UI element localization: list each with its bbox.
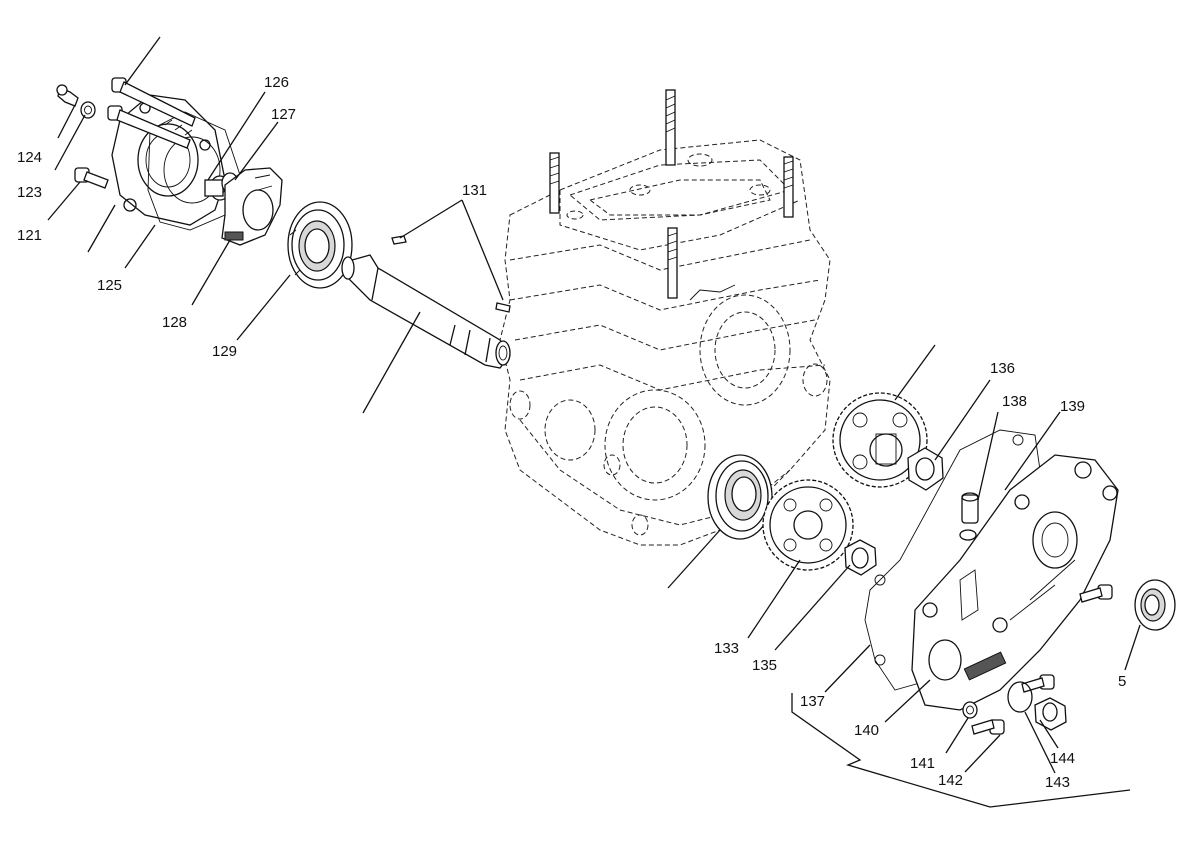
label-123: 123 (17, 184, 43, 201)
bolt-138 (959, 492, 979, 541)
label-141: 141 (910, 755, 936, 772)
label-140: 140 (854, 722, 880, 739)
sprocket-136 (832, 392, 928, 488)
nut-136 (907, 447, 944, 491)
label-143: 143 (1045, 774, 1071, 791)
label-121: 121 (17, 227, 43, 244)
label-138: 138 (1002, 393, 1028, 410)
nut-144 (1034, 697, 1067, 731)
bolts-upper-left (74, 77, 196, 189)
label-128: 128 (162, 314, 188, 331)
label-142: 142 (938, 772, 964, 789)
cylinder-studs (549, 89, 794, 299)
label-124: 124 (17, 149, 43, 166)
bearing-center (707, 454, 773, 540)
washers-141-143 (962, 681, 1033, 719)
right-side-bolts (971, 584, 1113, 735)
sprocket-133 (762, 479, 854, 571)
label-135: 135 (752, 657, 778, 674)
label-144: 144 (1050, 750, 1076, 767)
fitting-124-123 (56, 84, 96, 119)
label-139: 139 (1060, 398, 1086, 415)
nut-135 (844, 539, 877, 576)
label-136: 136 (990, 360, 1016, 377)
label-129: 129 (212, 343, 238, 360)
keys-131 (391, 235, 511, 313)
label-5: 5 (1118, 673, 1127, 690)
label-126: 126 (264, 74, 290, 91)
label-137: 137 (800, 693, 826, 710)
label-133: 133 (714, 640, 740, 657)
bearing-129 (287, 201, 353, 289)
label-131: 131 (462, 182, 488, 199)
pump-housing-128 (221, 167, 283, 246)
seal-5 (1134, 579, 1176, 631)
label-125: 125 (97, 277, 123, 294)
leader-lines (47, 36, 1141, 808)
cover-140 (911, 454, 1119, 711)
shaft (341, 254, 511, 369)
label-127: 127 (271, 106, 297, 123)
engine-block (499, 139, 831, 546)
